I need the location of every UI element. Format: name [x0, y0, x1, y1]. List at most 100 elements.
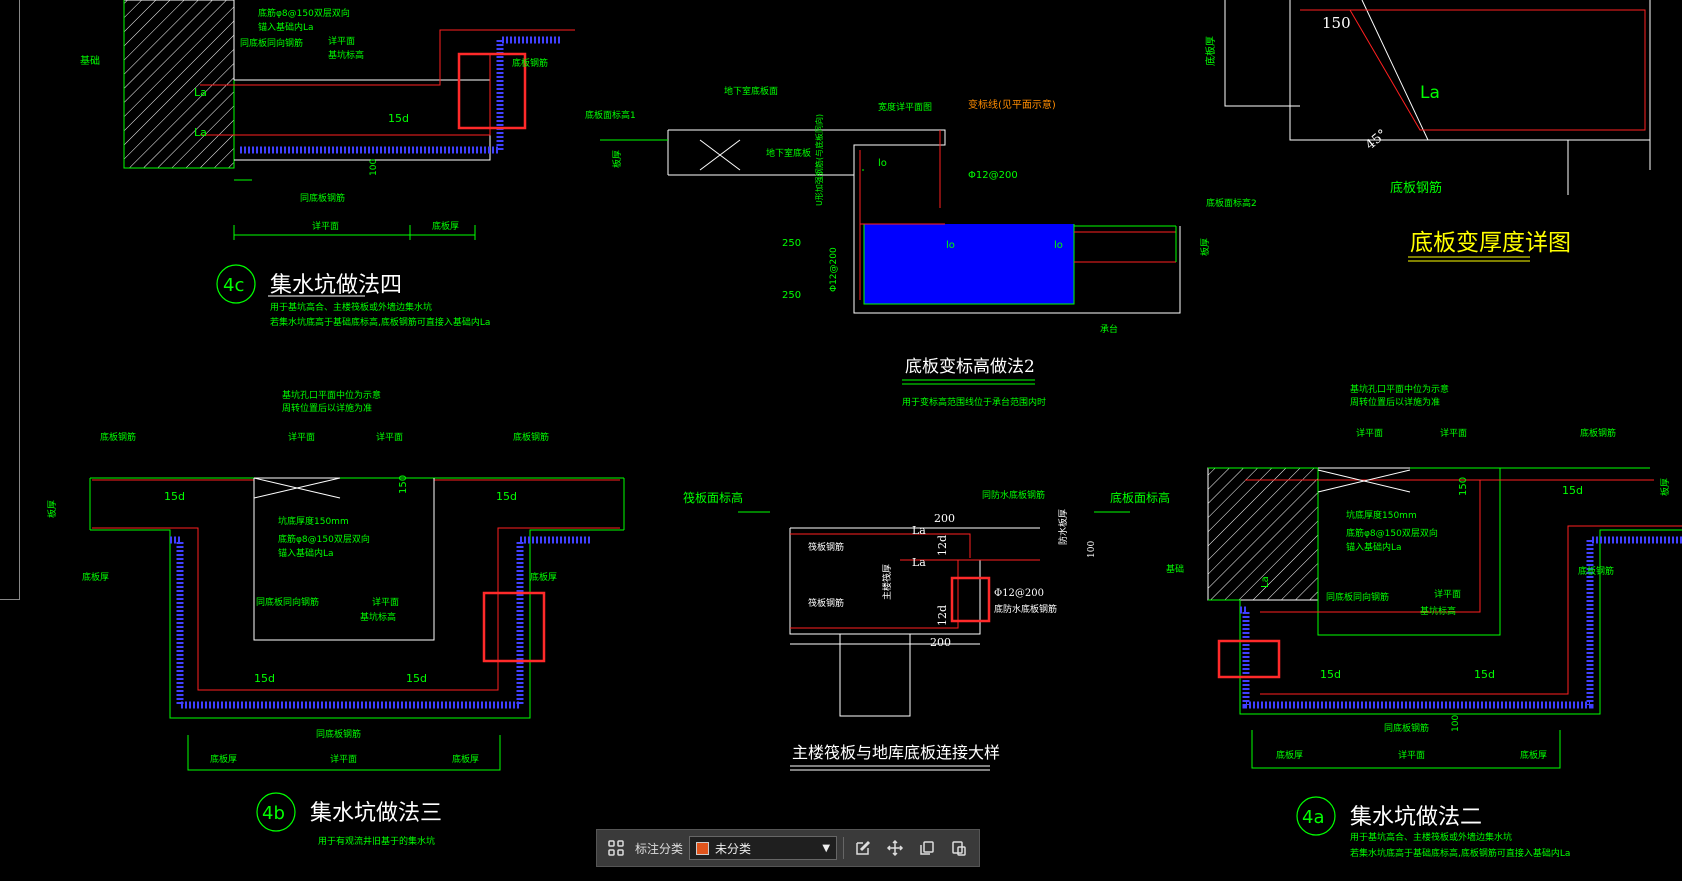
label-100-main: 100 — [1087, 541, 1097, 558]
label-u-rebar: U形加强钢筋(与底板同向) — [814, 114, 824, 206]
label-top: 基坑孔口平面中位为示意 — [282, 389, 381, 401]
label-xpm-4a: 详平面 — [1434, 588, 1461, 600]
category-label: 标注分类 — [635, 841, 684, 856]
label-pingmian: 详平面 — [312, 220, 339, 232]
label-tongxiang: 同底板同向钢筋 — [240, 37, 303, 49]
label-la-p2: lo — [878, 158, 887, 169]
label-maoru-4b: 锚入基础内La — [278, 547, 334, 559]
detail-plate-elevation-2: 底板面标高1 地下室底板面 地下室底板 宽度详平面图 变标线(见平面示意) Φ1… — [585, 85, 1257, 408]
label-la-p2c: lo — [1054, 240, 1063, 251]
chevron-down-icon: ▼ — [822, 842, 831, 854]
label-jichu-4a: 基础 — [1166, 563, 1184, 575]
label-dixia2: 地下室底板 — [766, 147, 811, 159]
label-pm2-4a: 详平面 — [1440, 427, 1467, 439]
label-15d-4a: 15d — [1562, 484, 1583, 497]
label-15d-4a3: 15d — [1474, 668, 1495, 681]
label-la-4a: La — [1260, 576, 1271, 588]
label-dihou-4b: 底板厚 — [210, 753, 237, 765]
label-pingmian-4a: 详平面 — [1398, 749, 1425, 761]
label-la-p2b: lo — [946, 240, 955, 251]
label-rebar-main: Φ12@200 — [994, 588, 1044, 599]
label-top2-4a: 周转位置后以详施为准 — [1350, 396, 1440, 408]
label-dihou2-4a: 底板厚 — [1520, 749, 1547, 761]
label-150-4a: 150 — [1458, 477, 1469, 496]
highlight-box-4c — [457, 52, 527, 130]
detail-title-thick: 底板变厚度详图 — [1410, 230, 1571, 256]
label-xiangpingmian-4b: 详平面 — [330, 753, 357, 765]
grid-icon[interactable] — [603, 835, 629, 861]
label-chengtai: 承台 — [1100, 323, 1118, 335]
label-100: 100 — [369, 159, 379, 176]
category-select[interactable]: 未分类 ▼ — [689, 836, 838, 860]
detail-title-4a: 集水坑做法二 — [1350, 805, 1482, 830]
label-15d-4b3: 15d — [254, 672, 275, 685]
label-banhou: 板厚 — [611, 150, 623, 168]
label-15d-4a2: 15d — [1320, 668, 1341, 681]
detail-thickness-change: 150 La 45° 底板钢筋 底板厚 底板变厚度详图 — [1204, 0, 1651, 262]
label-banhou-4a: 板厚 — [1659, 478, 1671, 496]
label-100-4a: 100 — [1451, 715, 1461, 732]
copy-icon[interactable] — [914, 835, 940, 861]
label-la-thick: La — [1420, 83, 1440, 103]
label-la1-main: La — [912, 524, 926, 537]
label-12d-b: 12d — [936, 605, 949, 626]
detail-note2-4c: 若集水坑底高于基础底标高,底板钢筋可直接入基础内La — [270, 316, 490, 328]
label-dihou-4b2: 底板厚 — [452, 753, 479, 765]
label-dibanhou: 底板厚 — [1204, 36, 1217, 66]
label-la: La — [194, 86, 207, 99]
label-houdu: 坑底厚度150mm — [278, 515, 349, 527]
label-la-2: La — [194, 126, 207, 139]
detail-number-circle-4b — [256, 792, 296, 832]
label-200b: 200 — [930, 636, 951, 649]
label-jijin: 底板钢筋 — [512, 57, 548, 69]
paste-icon[interactable] — [946, 835, 972, 861]
label-150-4b: 150 — [398, 475, 409, 494]
label-jichu: 基础 — [80, 54, 100, 67]
detail-note-plate2: 用于变标高范围线位于承台范围内时 — [902, 396, 1046, 408]
label-zhuhou: 主楼筏厚 — [881, 564, 893, 600]
label-maoru-4a: 锚入基础内La — [1346, 541, 1402, 553]
annotation-toolbar: 标注分类 未分类 ▼ — [596, 829, 980, 867]
detail-4c: 基础 La La 底筋φ8@150双层双向 锚入基础内La 同底板同向钢筋 详平… — [80, 0, 575, 328]
edit-icon[interactable] — [850, 835, 876, 861]
label-gangjin: 底板钢筋 — [1390, 180, 1442, 196]
detail-number-circle-4a — [1296, 796, 1336, 836]
label-biaogao2: 底板面标高2 — [1206, 197, 1257, 209]
label-250b: 250 — [782, 290, 801, 301]
move-icon[interactable] — [882, 835, 908, 861]
label-dihou: 底板厚 — [432, 220, 459, 232]
label-dijin: 底筋φ8@150双层双向 — [278, 533, 370, 545]
label-bianjie: 变标线(见平面示意) — [968, 98, 1056, 111]
label-15d-4b: 15d — [164, 490, 185, 503]
label-dianjin: 底筋φ8@150双层双向 — [258, 7, 350, 19]
label-rebar1: Φ12@200 — [968, 170, 1018, 181]
category-color-swatch — [696, 841, 710, 855]
label-banhou-4b: 板厚 — [46, 500, 58, 518]
label-xpm-4b: 详平面 — [372, 596, 399, 608]
label-xiangpingmian: 详平面 — [328, 35, 355, 47]
label-150: 150 — [1322, 14, 1351, 32]
label-maoru: 锚入基础内La — [258, 21, 314, 33]
label-200a: 200 — [934, 512, 955, 525]
label-250a: 250 — [782, 238, 801, 249]
detail-title-plate2: 底板变标高做法2 — [905, 357, 1035, 377]
label-tongxiang-4b: 同底板同向钢筋 — [256, 596, 319, 608]
label-dibanbg: 底板面标高 — [1110, 490, 1170, 505]
label-dijin-4a: 底筋φ8@150双层双向 — [1346, 527, 1438, 539]
label-fabanjin2: 筏板钢筋 — [808, 597, 844, 609]
label-diban2-4a: 底板钢筋 — [1578, 565, 1614, 577]
label-jikeng: 基坑标高 — [328, 49, 364, 61]
detail-number-circle-4c — [216, 264, 256, 304]
detail-4b: 基坑孔口平面中位为示意 周转位置后以详施为准 底板钢筋 底板钢筋 详平面 详平面… — [46, 389, 625, 847]
label-diban-r: 底板钢筋 — [513, 431, 549, 443]
detail-title-main: 主楼筏板与地库底板连接大样 — [792, 743, 1000, 762]
label-15d-4b4: 15d — [406, 672, 427, 685]
detail-title-4b: 集水坑做法三 — [310, 801, 442, 826]
label-jkbg-4b: 基坑标高 — [360, 611, 396, 623]
label-banhou2: 板厚 — [1199, 238, 1211, 256]
detail-note-4b: 用于有观流井旧基于的集水坑 — [318, 835, 435, 847]
label-dibanhou-4b: 底板厚 — [82, 571, 109, 583]
detail-number-4c: 4c — [223, 275, 244, 296]
label-top2: 周转位置后以详施为准 — [282, 402, 372, 414]
